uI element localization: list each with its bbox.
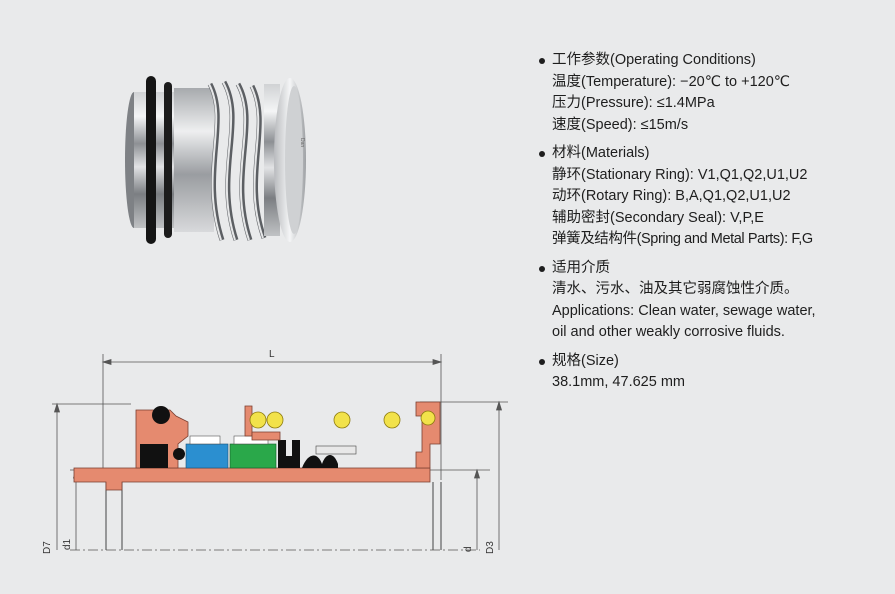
section-heading: 规格(Size) xyxy=(552,352,619,369)
spec-line: 静环(Stationary Ring): V1,Q1,Q2,U1,U2 xyxy=(552,166,808,183)
spec-line: 38.1mm, 47.625 mm xyxy=(552,374,685,390)
section-heading: 适用介质 xyxy=(552,259,610,276)
dim-label-L: L xyxy=(269,349,275,360)
spec-line: 动环(Rotary Ring): B,A,Q1,Q2,U1,U2 xyxy=(552,188,791,204)
section-size: 规格(Size) 38.1mm, 47.625 mm xyxy=(536,351,881,394)
dim-label-D3: D3 xyxy=(485,541,496,554)
o-ring-top xyxy=(152,406,170,424)
bullet-icon xyxy=(539,358,545,365)
dim-label-d: d xyxy=(463,546,474,552)
section-heading: 材料(Materials) xyxy=(552,145,650,161)
dimension-L xyxy=(101,354,443,480)
section-heading: 工作参数(Operating Conditions) xyxy=(552,52,756,68)
dim-label-d1: d1 xyxy=(62,538,73,550)
rotary-ring xyxy=(185,443,229,469)
bullet-icon xyxy=(539,265,545,272)
o-ring-small xyxy=(173,448,185,460)
dim-label-D7: D7 xyxy=(42,541,53,554)
spec-list: 工作参数(Operating Conditions) 温度(Temperatur… xyxy=(536,50,881,401)
spec-line: 弹簧及结构件(Spring and Metal Parts): F,G xyxy=(552,231,813,247)
section-applications: 适用介质 清水、污水、油及其它弱腐蚀性介质。 Applications: Cle… xyxy=(536,258,881,344)
spec-line: Applications: Clean water, sewage water, xyxy=(552,302,816,319)
section-materials: 材料(Materials) 静环(Stationary Ring): V1,Q1… xyxy=(536,143,881,251)
product-photo: Dan xyxy=(125,76,306,244)
bellows xyxy=(278,440,300,468)
section-operating-conditions: 工作参数(Operating Conditions) 温度(Temperatur… xyxy=(536,50,881,136)
spec-line: oil and other weakly corrosive fluids. xyxy=(552,324,785,340)
bullet-icon xyxy=(539,58,545,64)
spring-coils xyxy=(249,411,401,429)
svg-text:Dan: Dan xyxy=(299,138,305,147)
stationary-seal-block xyxy=(140,444,168,468)
bullet-icon xyxy=(539,151,545,157)
spec-line: 压力(Pressure): ≤1.4MPa xyxy=(552,95,715,111)
spec-line: 温度(Temperature): −20℃ to +120℃ xyxy=(552,73,791,90)
spec-line: 清水、污水、油及其它弱腐蚀性介质。 xyxy=(552,281,799,297)
stationary-ring xyxy=(229,443,277,469)
seal-cross-section-drawing: L D7 d1 d D3 xyxy=(42,349,508,554)
shaft-sleeve xyxy=(73,467,431,491)
spec-line: 速度(Speed): ≤15m/s xyxy=(552,116,689,133)
spec-line: 辅助密封(Secondary Seal): V,P,E xyxy=(552,209,764,226)
